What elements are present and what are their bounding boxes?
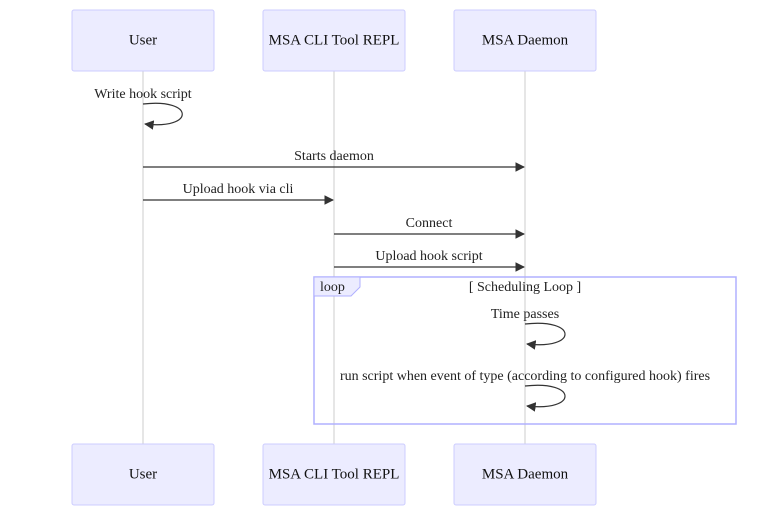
loop-keyword: loop xyxy=(320,280,345,295)
loop-tab xyxy=(313,276,361,297)
loop-frame: loop [ Scheduling Loop ] xyxy=(313,276,737,425)
actor-cli-bottom-label: MSA CLI Tool REPL xyxy=(269,466,400,482)
message-upload-hook-cli-label: Upload hook via cli xyxy=(183,182,294,197)
actor-user-label: User xyxy=(129,32,157,48)
loop-title: [ Scheduling Loop ] xyxy=(469,280,581,295)
message-time-passes-label: Time passes xyxy=(491,307,559,322)
actor-cli-bottom: MSA CLI Tool REPL xyxy=(262,443,406,506)
actor-user-top: User xyxy=(71,9,215,72)
actor-daemon-top: MSA Daemon xyxy=(453,9,597,72)
actor-daemon-bottom: MSA Daemon xyxy=(453,443,597,506)
message-connect-label: Connect xyxy=(406,216,453,231)
actor-cli-top: MSA CLI Tool REPL xyxy=(262,9,406,72)
message-write-hook-label: Write hook script xyxy=(94,87,192,102)
message-starts-daemon-label: Starts daemon xyxy=(294,149,374,164)
actor-daemon-label: MSA Daemon xyxy=(482,32,569,48)
message-upload-hook-script-label: Upload hook script xyxy=(375,249,482,264)
message-write-hook-arrow xyxy=(142,102,183,130)
actor-cli-label: MSA CLI Tool REPL xyxy=(269,32,400,48)
message-run-script-arrow xyxy=(524,384,566,412)
actor-daemon-bottom-label: MSA Daemon xyxy=(482,466,569,482)
message-time-passes-arrow xyxy=(524,322,566,350)
actor-user-bottom: User xyxy=(71,443,215,506)
message-run-script-label: run script when event of type (according… xyxy=(340,369,710,384)
actor-user-bottom-label: User xyxy=(129,466,157,482)
